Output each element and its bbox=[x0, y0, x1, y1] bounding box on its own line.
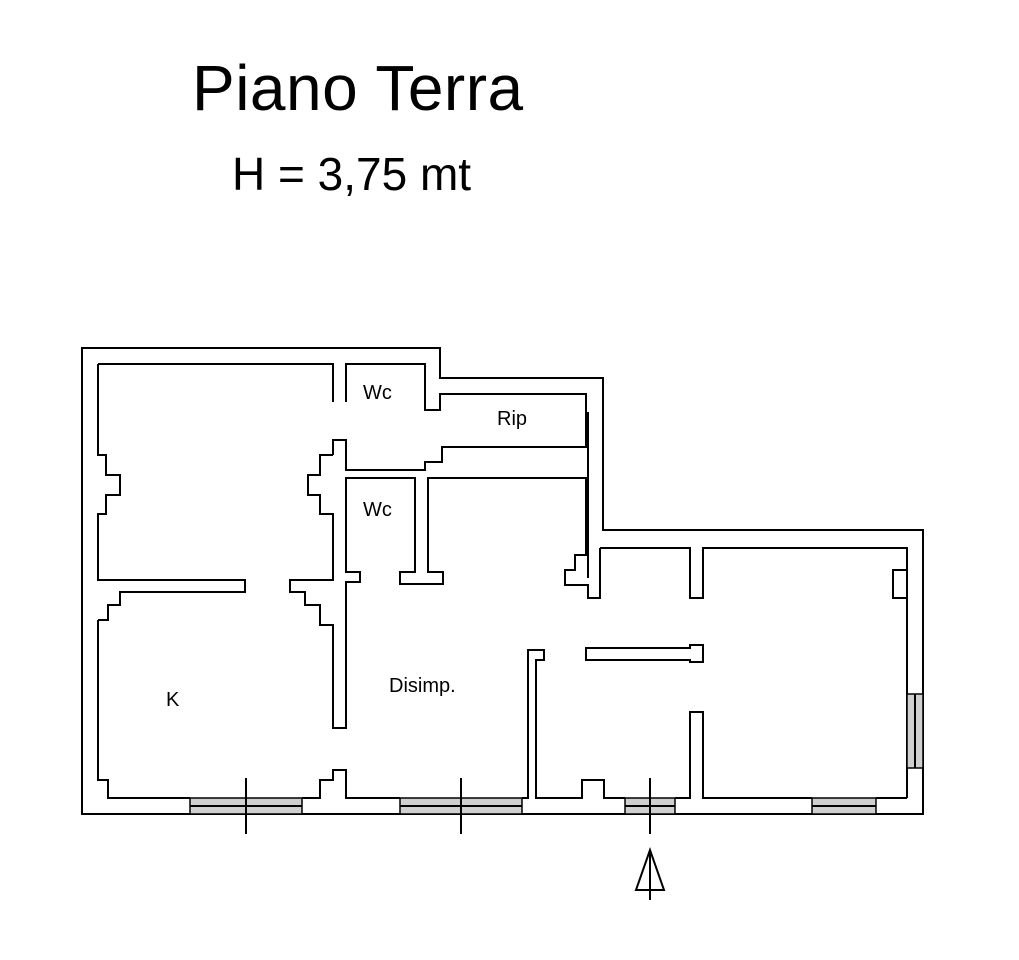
outer-wall bbox=[81, 347, 924, 815]
outer-wall-right-face bbox=[587, 412, 908, 798]
label-wc-lower: Wc bbox=[363, 499, 392, 521]
wall-room-upper-left bbox=[97, 364, 246, 621]
label-disimp: Disimp. bbox=[389, 675, 456, 697]
wall-partition-right bbox=[585, 548, 704, 663]
label-kitchen: K bbox=[166, 689, 180, 711]
label-rip: Rip bbox=[497, 408, 527, 430]
wall-kitchen bbox=[97, 620, 907, 799]
label-wc-upper: Wc bbox=[363, 382, 392, 404]
wall-column-center bbox=[289, 454, 601, 729]
floor-title: Piano Terra bbox=[192, 52, 524, 124]
ceiling-height: H = 3,75 mt bbox=[232, 148, 472, 200]
wall-right-pier bbox=[892, 548, 908, 599]
entrance-arrow-icon bbox=[634, 846, 666, 900]
outer-wall-inner-face bbox=[98, 363, 587, 471]
